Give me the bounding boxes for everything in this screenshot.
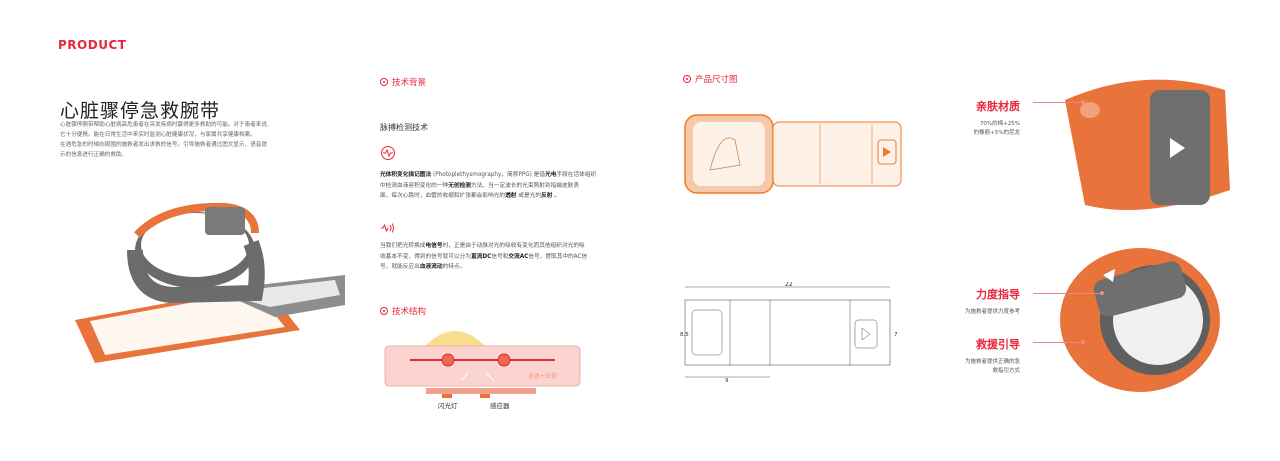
feature-force: 力度指导 为施救者提供力度参考 (965, 286, 1020, 317)
term: 无创检测 (448, 182, 471, 189)
callout-dot (1081, 100, 1085, 104)
text: 当我们把光转换成 (380, 243, 426, 249)
feature-desc-line: 救指引方式 (992, 368, 1020, 374)
text: 的特点。 (442, 264, 466, 270)
term: 反射 (541, 193, 553, 199)
dim-side: 7 (894, 332, 898, 338)
product-render-closeup (1065, 79, 1230, 210)
text: 信号，提取其中的AC信 (528, 253, 588, 260)
flash-label: 闪光灯 (438, 401, 458, 410)
signal-icon (381, 223, 394, 233)
feature-desc: 70%的棉+25% 的橡筋+5%的尼龙 (974, 120, 1020, 138)
product-render-band (1060, 248, 1220, 392)
term: 血液流动 (419, 264, 443, 270)
section-header-structure: 技术结构 (380, 305, 426, 317)
text: 手段在活体组织 (556, 172, 597, 178)
signal-paragraph: 当我们把光转换成电信号时，正是由于动脉对光的吸收有变化而其他组织对光的吸 收基本… (380, 241, 650, 273)
feature-title: 亲肤材质 (976, 100, 1020, 113)
text: 中检测血液容积变化的一种 (380, 182, 449, 189)
callout-line (1033, 342, 1083, 343)
dim-inner: 9 (725, 378, 729, 382)
section-header-background: 技术背景 (380, 76, 426, 88)
feature-title: 救援引导 (976, 338, 1020, 351)
term: 直流DC (471, 253, 492, 260)
section-header-dimensions: 产品尺寸图 (683, 73, 738, 85)
feature-desc-line: 的橡筋+5%的尼龙 (973, 130, 1020, 136)
section-title: 产品尺寸图 (695, 75, 738, 85)
text: 号，就能反应出 (380, 264, 420, 270)
intro-text: 心脏骤停腕带帮助心脏病高危患者在突发疾病时赢得更多救助的可能。对于患者来说, 它… (60, 120, 300, 160)
text: 方法。当一定波长的光束照射到指端皮肤表 (471, 182, 580, 189)
callout-line (1033, 102, 1083, 103)
pulse-icon (381, 146, 395, 160)
tissue-label: 身体+血管 (528, 372, 557, 380)
section-title: 技术结构 (392, 307, 427, 317)
text: 时，正是由于动脉对光的吸收有变化而其他组织对光的吸 (442, 243, 585, 249)
brand-label: PRODUCT (58, 38, 127, 52)
page-title: 心脏骤停急救腕带 (60, 100, 221, 122)
intro-line: 在遇危急的时候向周围的施救者发出求救的信号。引导施救者通过图文显示、语音提 (60, 142, 267, 148)
intro-line: 示的信息进行正确的救助。 (60, 152, 128, 158)
feature-guide: 救援引导 为施救者提供正确的急 救指引方式 (965, 336, 1020, 376)
target-icon (683, 75, 691, 83)
text: 或是光的 (516, 193, 542, 199)
structure-diagram: 身体+血管 闪光灯 感应器 (384, 331, 581, 410)
text: 收基本不变，得到的信号就可以分为 (380, 253, 471, 260)
term: 电信号 (425, 243, 443, 249)
term-ppg: 光体积变化描记图法 (380, 172, 432, 178)
term: 透射 (505, 193, 517, 199)
dimension-drawing: 22 8.5 7 9 (680, 282, 898, 382)
text: 。 (552, 193, 560, 199)
callout-dot (1100, 291, 1104, 295)
text: (Photoplethysmography，简称PPG) 是借 (431, 172, 546, 178)
term: 光电 (545, 172, 557, 178)
sub-title: 脉搏检测技术 (380, 123, 428, 132)
ppg-paragraph: 光体积变化描记图法 (Photoplethysmography，简称PPG) 是… (380, 170, 650, 202)
sensor-label: 感应器 (490, 401, 510, 410)
feature-desc-line: 为施救者提供正确的急 (964, 359, 1020, 365)
term: 交流AC (508, 253, 529, 260)
intro-line: 它十分便携。能在日常生活中来实时监测心脏健康状况，与家属共享健康档案。 (60, 132, 256, 138)
text: 信号和 (491, 253, 509, 260)
dim-length: 22 (785, 282, 793, 288)
section-title: 技术背景 (392, 78, 427, 88)
feature-desc: 为施救者提供力度参考 (965, 308, 1020, 317)
product-render-left (75, 202, 345, 363)
intro-line: 心脏骤停腕带帮助心脏病高危患者在突发疾病时赢得更多救助的可能。对于患者来说, (60, 122, 269, 128)
text: 面，每次心跳时，血管的收缩和扩张都会影响光的 (380, 193, 506, 199)
feature-desc-line: 为施救者提供力度参考 (964, 309, 1020, 315)
callout-line (1033, 293, 1103, 294)
feature-title: 力度指导 (976, 288, 1020, 301)
target-icon (380, 307, 388, 315)
dim-height: 8.5 (680, 332, 689, 338)
product-flat-view (684, 114, 902, 194)
feature-desc-line: 70%的棉+25% (979, 121, 1020, 127)
feature-desc: 为施救者提供正确的急 救指引方式 (965, 358, 1020, 376)
target-icon (380, 78, 388, 86)
feature-skin: 亲肤材质 70%的棉+25% 的橡筋+5%的尼龙 (974, 98, 1020, 138)
callout-dot (1081, 340, 1085, 344)
